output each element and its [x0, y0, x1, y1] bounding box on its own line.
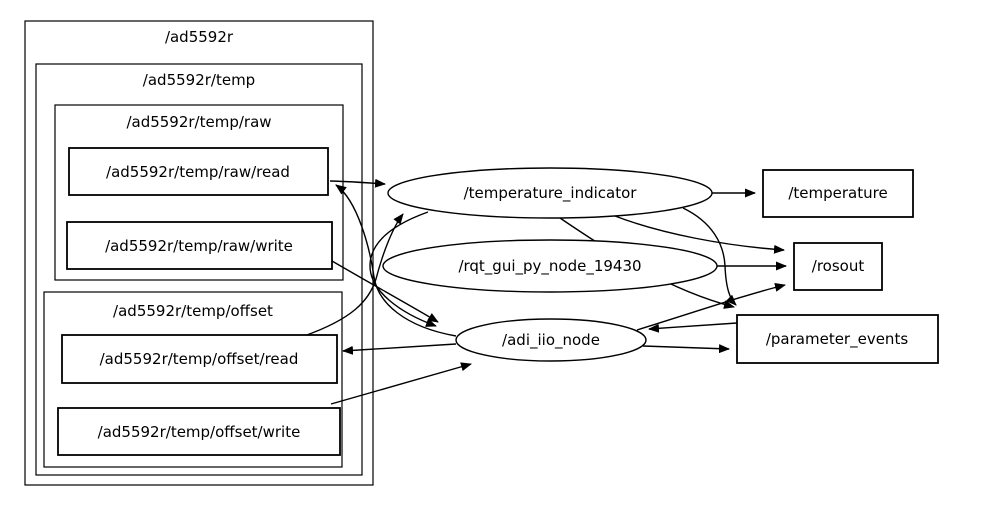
topic-box-parameter-events	[736, 314, 939, 364]
edge-adi-iio-node-to-offset-read	[342, 343, 457, 355]
service-label-raw-read: /ad5592r/temp/raw/read	[106, 163, 290, 181]
node-label-temperature-indicator: /temperature_indicator	[464, 184, 638, 203]
edge-group	[303, 178, 787, 405]
node-ellipse-rqt-gui-py-node	[382, 239, 718, 293]
service-box-raw-read	[68, 147, 329, 196]
topic-label-rosout: /rosout	[812, 257, 865, 275]
topic-box-rosout	[793, 242, 883, 291]
service-box-offset-write	[57, 407, 341, 456]
topic-label-parameter-events: /parameter_events	[766, 330, 908, 349]
service-label-raw-write: /ad5592r/temp/raw/write	[105, 237, 293, 255]
namespace-label-ad5592r-temp-offset: /ad5592r/temp/offset	[113, 302, 273, 320]
service-label-offset-read: /ad5592r/temp/offset/read	[100, 350, 299, 368]
node-ellipse-temperature-indicator	[387, 167, 713, 219]
node-ellipse-adi-iio-node	[455, 318, 647, 362]
namespace-label-ad5592r-temp: /ad5592r/temp	[143, 71, 255, 89]
service-label-offset-write: /ad5592r/temp/offset/write	[98, 423, 301, 441]
service-box-offset-read	[61, 334, 338, 384]
node-label-rqt-gui-py-node: /rqt_gui_py_node_19430	[458, 257, 641, 276]
edge-adi-iio-node-to-parameter-events	[642, 344, 730, 354]
edge-temperature-indicator-to-parameter-events	[682, 207, 737, 306]
topic-label-temperature: /temperature	[788, 184, 887, 202]
edge-raw-read-to-temperature-indicator	[329, 178, 386, 188]
edge-parameter-events-to-adi-iio-node	[648, 322, 738, 333]
namespace-label-ad5592r-temp-raw: /ad5592r/temp/raw	[126, 113, 271, 131]
edge-offset-write-to-adi-iio-node	[330, 362, 472, 405]
topic-box-temperature	[762, 169, 914, 218]
edge-temperature-indicator-to-adi-iio-node	[369, 211, 437, 327]
service-box-raw-write	[66, 221, 333, 270]
namespace-label-ad5592r: /ad5592r	[165, 28, 234, 46]
edge-adi-iio-node-to-raw-read	[335, 184, 457, 337]
edge-temperature-indicator-to-rosout	[614, 215, 785, 254]
edge-adi-iio-node-to-rosout	[636, 282, 786, 331]
namespace-box-ad5592r-temp-offset	[43, 291, 343, 468]
edge-offset-read-to-temperature-indicator	[303, 213, 404, 337]
edge-raw-write-to-adi-iio-node	[331, 260, 439, 323]
namespace-box-ad5592r-temp	[35, 63, 363, 476]
node-label-adi-iio-node: /adi_iio_node	[502, 331, 600, 350]
